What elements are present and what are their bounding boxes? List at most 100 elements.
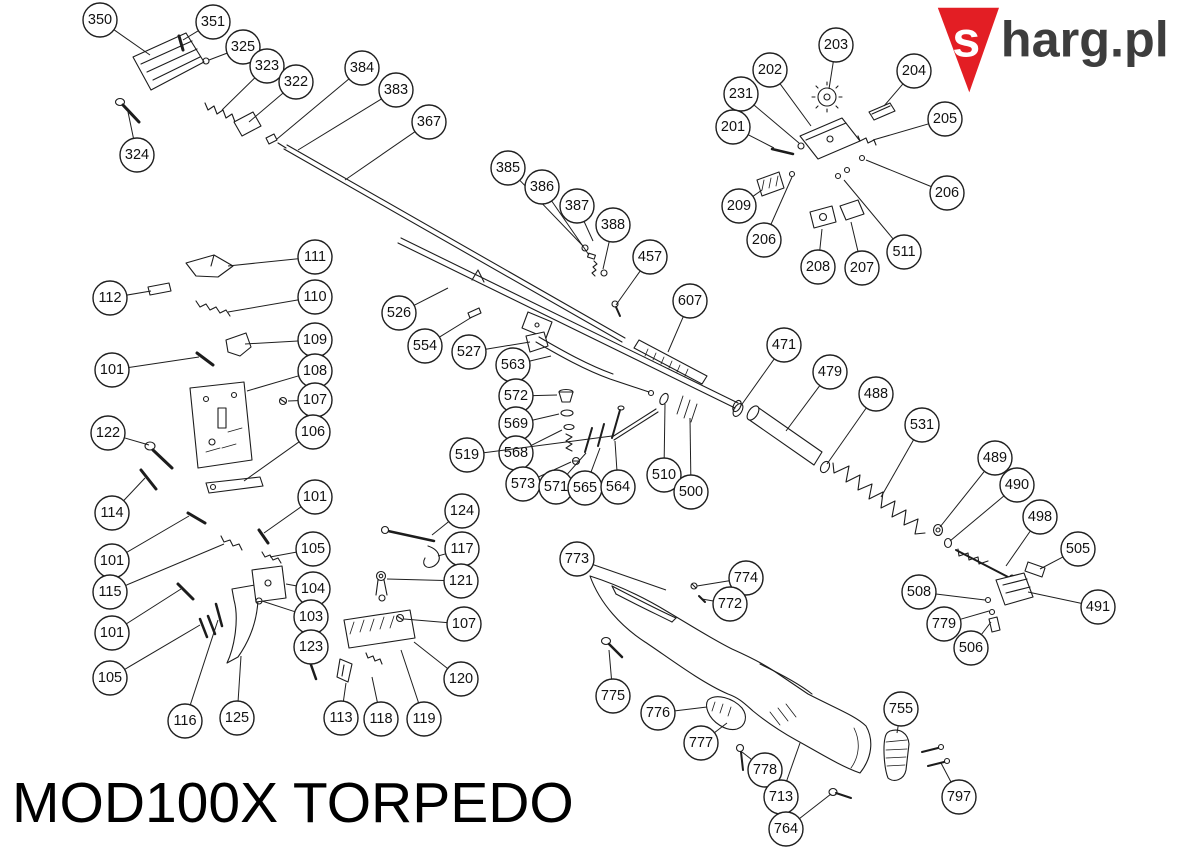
callout-number: 713	[769, 789, 793, 805]
callout-circle	[278, 64, 314, 100]
callout-number: 108	[303, 363, 327, 379]
leader-line	[865, 159, 932, 188]
callout-number: 117	[450, 541, 473, 557]
callout-number: 231	[729, 86, 753, 102]
callout-number: 506	[959, 640, 983, 656]
leader-line	[248, 92, 284, 123]
callout-number: 204	[902, 63, 926, 79]
part-callout-573: 573	[505, 461, 572, 502]
callout-number: 122	[96, 425, 120, 441]
part-callout-105: 105	[269, 531, 331, 567]
callout-circle	[363, 701, 399, 737]
leader-line	[883, 83, 904, 107]
leader-line	[608, 649, 612, 680]
leader-line	[741, 751, 752, 760]
callout-circle	[297, 279, 333, 315]
leader-line	[614, 440, 618, 471]
leader-line	[237, 655, 242, 702]
leader-line	[689, 417, 692, 476]
leader-line	[227, 299, 299, 313]
callout-number: 479	[818, 364, 842, 380]
leader-line	[344, 131, 416, 181]
callout-circle	[818, 27, 854, 63]
part-callout-209: 209	[721, 188, 763, 224]
callout-number: 116	[173, 713, 196, 729]
callout-circle	[712, 586, 748, 622]
callout-circle	[600, 469, 636, 505]
callout-circle	[344, 50, 380, 86]
part-callout-120: 120	[413, 641, 479, 697]
leader-line	[269, 551, 297, 558]
leader-line	[113, 29, 151, 56]
callout-circle	[92, 280, 128, 316]
part-callout-115: 115	[92, 543, 225, 610]
part-callout-490: 490	[949, 467, 1035, 542]
leader-line	[739, 358, 775, 408]
callout-number: 367	[417, 114, 441, 130]
part-callout-527: 527	[451, 334, 531, 370]
model-title: MOD100X TORPEDO	[12, 771, 574, 835]
callout-circle	[90, 415, 126, 451]
callout-circle	[999, 467, 1035, 503]
leader-line	[485, 341, 531, 350]
leader-line	[128, 356, 200, 368]
callout-circle	[640, 695, 676, 731]
part-callout-777: 777	[683, 722, 728, 761]
callout-number: 457	[638, 249, 662, 265]
part-callout-201: 201	[715, 109, 775, 149]
leader-line	[342, 682, 347, 702]
leader-line	[940, 762, 952, 783]
leader-line	[386, 578, 445, 581]
leader-line	[243, 441, 300, 482]
leader-line	[125, 543, 225, 586]
callout-circle	[82, 2, 118, 38]
part-callout-203: 203	[818, 27, 854, 90]
part-callout-325: 325	[208, 29, 261, 65]
logo-triangle-icon	[937, 7, 999, 93]
leader-line	[403, 618, 448, 624]
part-callout-479: 479	[785, 354, 848, 432]
callout-number: 105	[301, 541, 325, 557]
callout-circle	[752, 52, 788, 88]
callout-circle	[378, 72, 414, 108]
callout-number: 101	[100, 553, 124, 569]
callout-circle	[297, 479, 333, 515]
part-callout-322: 322	[248, 64, 314, 123]
callout-number: 563	[501, 357, 525, 373]
callout-circle	[443, 661, 479, 697]
callout-number: 111	[304, 249, 326, 265]
part-callout-112: 112	[92, 280, 152, 316]
callout-number: 508	[907, 584, 931, 600]
leader-line	[939, 470, 985, 528]
part-callout-123: 123	[293, 629, 329, 665]
callout-number: 107	[452, 616, 476, 632]
leader-line	[785, 385, 821, 432]
leader-line	[981, 621, 992, 635]
part-callout-113: 113	[323, 682, 359, 736]
leader-line	[960, 610, 990, 620]
part-callout-118: 118	[363, 676, 399, 737]
part-callout-107: 107	[403, 606, 482, 642]
callout-number: 121	[449, 573, 473, 589]
callout-circle	[559, 188, 595, 224]
callout-circle	[295, 531, 331, 567]
callout-number: 607	[678, 293, 702, 309]
callout-number: 105	[98, 670, 122, 686]
part-callout-755: 755	[883, 691, 919, 734]
leader-line	[935, 593, 986, 601]
callout-circle	[632, 239, 668, 275]
part-callout-569: 569	[498, 406, 560, 442]
callout-number: 209	[727, 198, 751, 214]
part-callout-564: 564	[600, 440, 636, 505]
callout-number: 207	[850, 260, 874, 276]
callout-number: 774	[734, 570, 758, 586]
leader-line	[826, 407, 867, 465]
callout-number: 350	[88, 12, 112, 28]
callout-circle	[1060, 531, 1096, 567]
part-callout-101: 101	[263, 479, 333, 534]
callout-circle	[559, 541, 595, 577]
leader-line	[843, 179, 894, 240]
part-callout-101: 101	[94, 588, 182, 651]
callout-circle	[901, 574, 937, 610]
